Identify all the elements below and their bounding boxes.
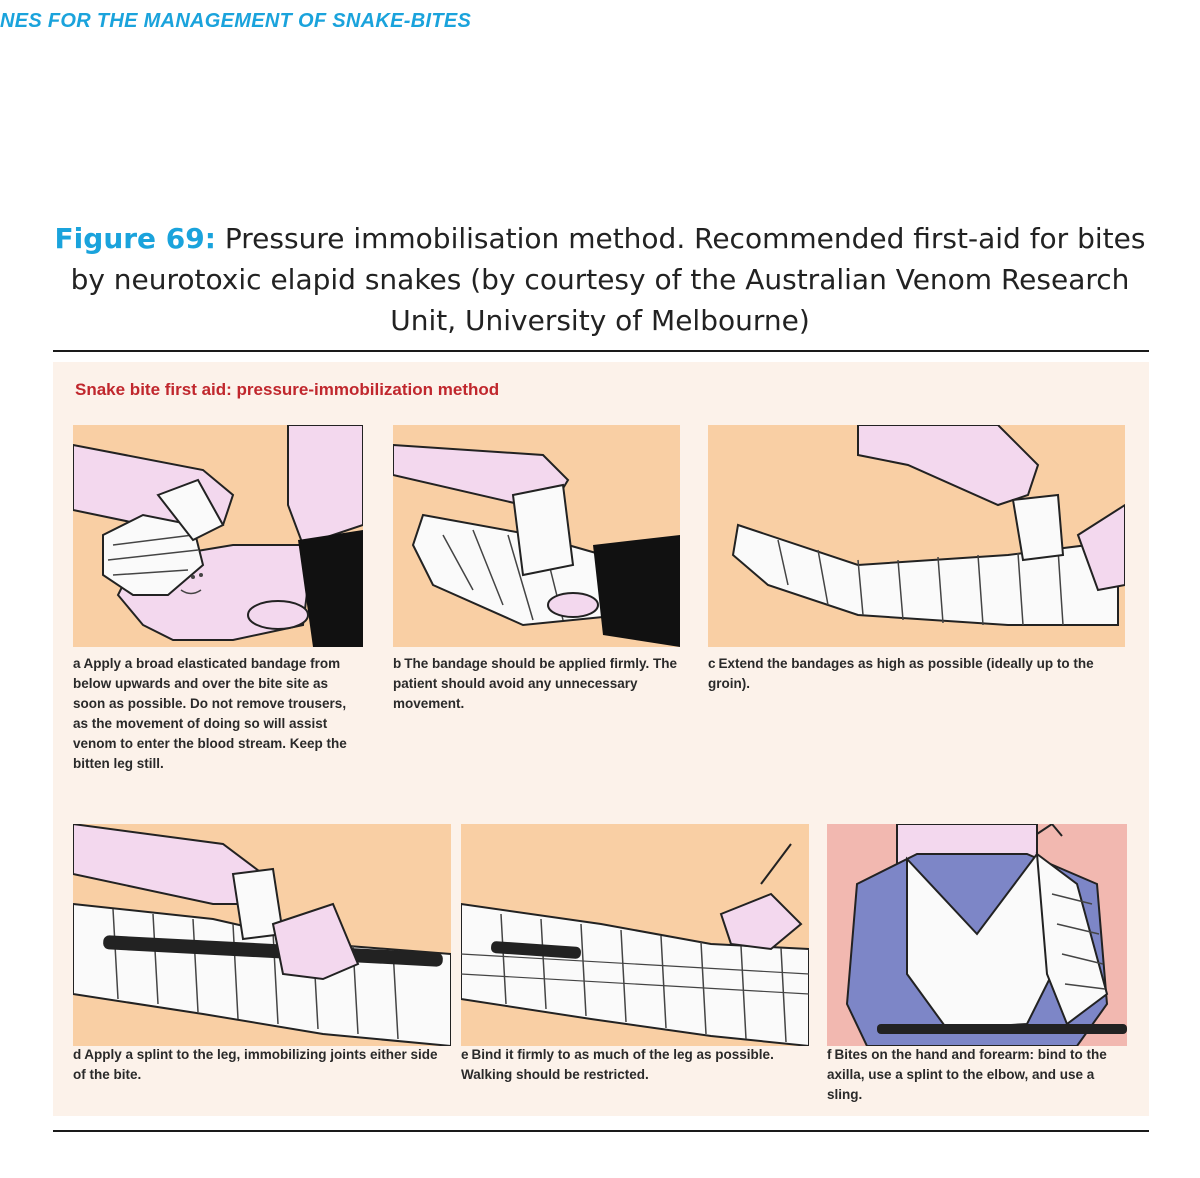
- figure-title: Snake bite first aid: pressure-immobiliz…: [75, 380, 499, 400]
- panel-text-c: Extend the bandages as high as possible …: [708, 656, 1094, 691]
- illustration-d: [73, 824, 451, 1046]
- panel-text-e: Bind it firmly to as much of the leg as …: [461, 1047, 774, 1082]
- panel-letter-f: f: [827, 1047, 832, 1062]
- figure-panel: Snake bite first aid: pressure-immobiliz…: [53, 362, 1149, 1116]
- running-header: NES FOR THE MANAGEMENT OF SNAKE-BITES: [0, 10, 471, 33]
- panel-letter-c: c: [708, 656, 716, 671]
- illustration-f: [827, 824, 1127, 1046]
- panel-text-f: Bites on the hand and forearm: bind to t…: [827, 1047, 1107, 1102]
- illustration-a: [73, 425, 363, 647]
- illustration-b: [393, 425, 680, 647]
- top-rule: [53, 350, 1149, 352]
- panel-letter-d: d: [73, 1047, 81, 1062]
- illustration-e: [461, 824, 809, 1046]
- illustration-c: [708, 425, 1125, 647]
- panel-letter-b: b: [393, 656, 401, 671]
- panel-text-b: The bandage should be applied firmly. Th…: [393, 656, 677, 711]
- panel-text-a: Apply a broad elasticated bandage from b…: [73, 656, 347, 771]
- panel-text-d: Apply a splint to the leg, immobilizing …: [73, 1047, 438, 1082]
- figure-label: Figure 69:: [55, 222, 216, 255]
- figure-caption: Figure 69: Pressure immobilisation metho…: [40, 218, 1160, 341]
- bottom-rule: [53, 1130, 1149, 1132]
- panel-letter-e: e: [461, 1047, 469, 1062]
- panel-letter-a: a: [73, 656, 81, 671]
- figure-caption-text: Pressure immobilisation method. Recommen…: [71, 222, 1146, 337]
